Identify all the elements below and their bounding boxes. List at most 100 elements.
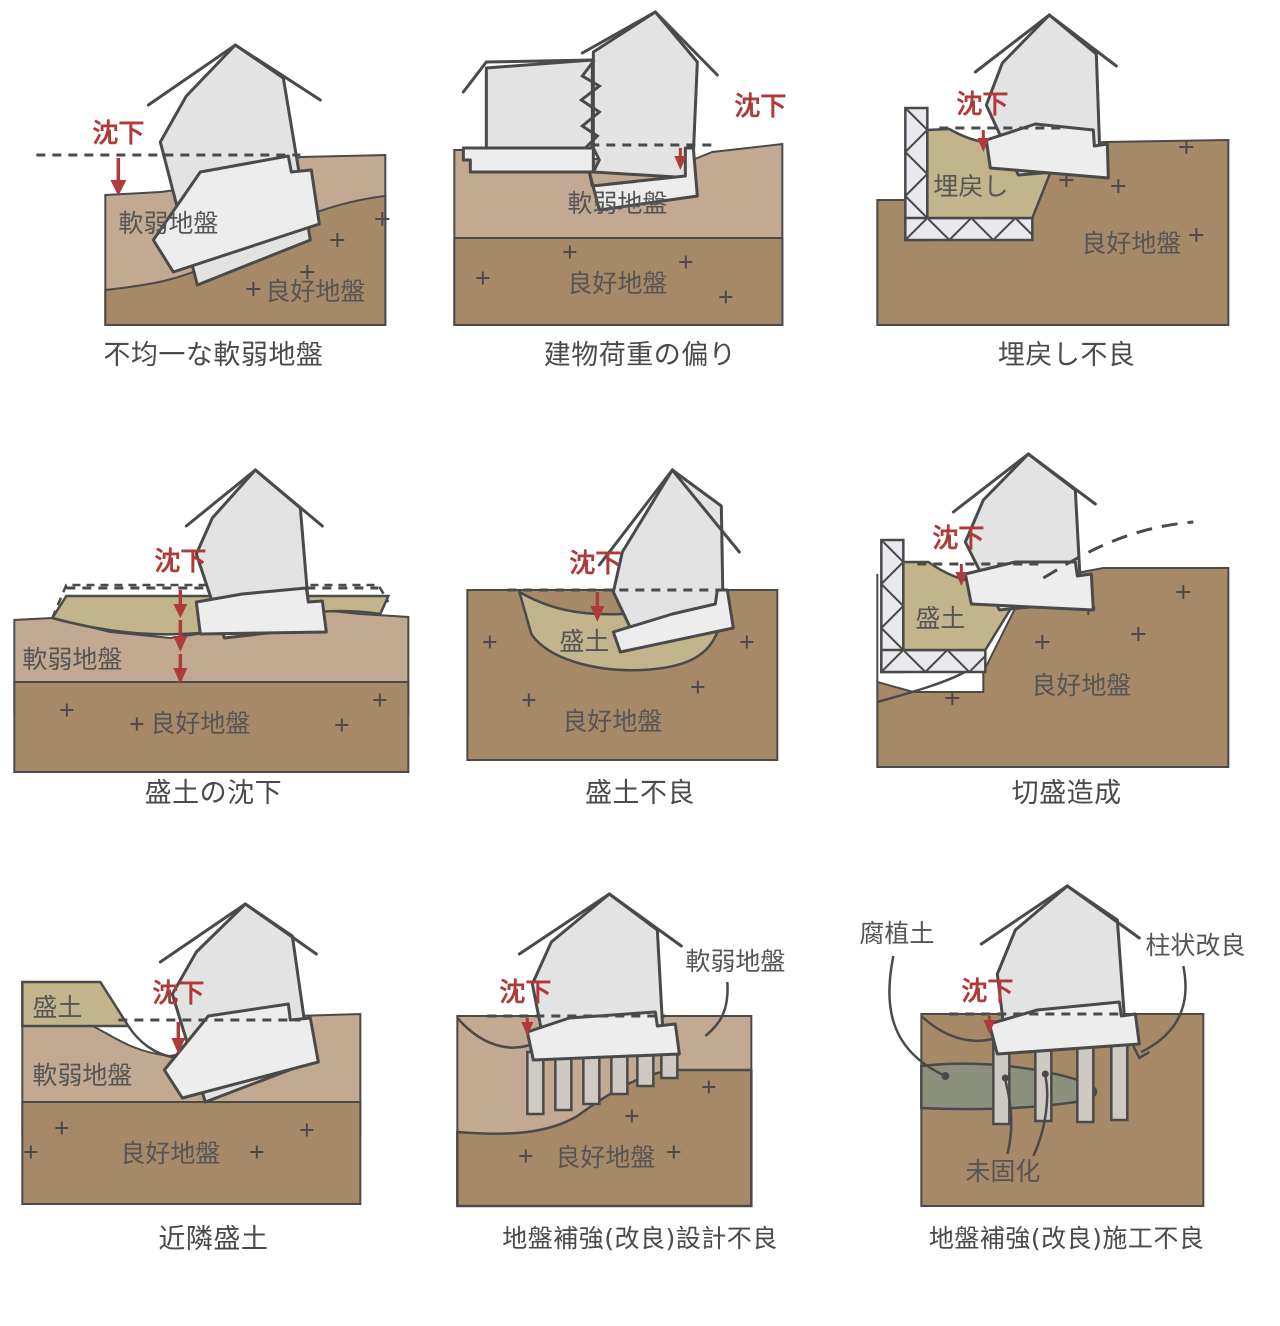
unhardened-label: 未固化 xyxy=(966,1157,1041,1186)
good-ground-label: 良好地盤 xyxy=(120,1139,220,1168)
embankment-layer xyxy=(21,980,131,1028)
house-right-roof xyxy=(580,10,719,77)
good-ground-label: 良好地盤 xyxy=(150,709,250,738)
house-foundation xyxy=(194,586,328,636)
settlement-label: 沈下 xyxy=(933,524,985,554)
figure-embankment-settlement: 沈下 軟弱地盤 良好地盤 xyxy=(0,442,427,792)
settlement-arrows xyxy=(173,590,188,684)
soft-ground-label: 軟弱地盤 xyxy=(685,947,785,976)
crack-zigzag xyxy=(578,59,602,150)
soft-ground-leader-line xyxy=(704,981,729,1037)
house-foundation xyxy=(151,154,321,274)
figure-poor-reinforcement-design: 沈下 軟弱地盤 良好地盤 xyxy=(427,884,854,1234)
panel-poor-reinforcement-construction: 沈下 腐植土 柱状改良 未固化 地盤補強(改良)施工不良 xyxy=(853,884,1280,1326)
house-roof xyxy=(146,43,322,107)
panel-uneven-building-load: 沈下 軟弱地盤 良好地盤 建物荷重の偏り xyxy=(427,0,854,442)
retaining-wall-footing xyxy=(880,648,987,674)
house-roof xyxy=(980,884,1142,946)
settlement-arrow xyxy=(673,148,686,170)
house-roof xyxy=(952,452,1098,514)
house-right-foundation xyxy=(587,146,699,212)
good-ground-label: 良好地盤 xyxy=(1032,671,1132,700)
footing-hatch xyxy=(880,648,987,674)
house-roof xyxy=(974,13,1119,74)
panel-caption: 建物荷重の偏り xyxy=(543,340,737,371)
panel-embankment-settlement: 沈下 軟弱地盤 良好地盤 盛土の沈下 xyxy=(0,442,427,884)
settlement-arrow xyxy=(589,592,604,622)
panel-caption: 盛土の沈下 xyxy=(144,778,283,809)
house-roof xyxy=(517,892,683,956)
figure-uneven-soft-ground: 沈下 軟弱地盤 良好地盤 xyxy=(0,0,427,350)
house-roof xyxy=(158,902,318,964)
panel-poor-backfill: 沈下 埋戻し 良好地盤 埋戻し不良 xyxy=(853,0,1280,442)
good-ground-label: 良好地盤 xyxy=(555,1143,655,1172)
column-improvement-arrowhead xyxy=(1132,1045,1151,1060)
soft-ground-label: 軟弱地盤 xyxy=(32,1061,132,1090)
good-ground-texture xyxy=(1059,140,1204,242)
figure-poor-embankment: 沈下 盛土 良好地盤 xyxy=(427,442,854,792)
soft-ground-label: 軟弱地盤 xyxy=(22,645,122,674)
good-ground-texture xyxy=(24,1121,314,1159)
panel-poor-reinforcement-design: 沈下 軟弱地盤 良好地盤 地盤補強(改良)設計不良 xyxy=(427,884,854,1326)
good-ground-texture xyxy=(482,635,753,707)
figure-poor-backfill: 沈下 埋戻し 良好地盤 xyxy=(853,0,1280,350)
settlement-arrow xyxy=(983,1016,996,1034)
good-ground-layer xyxy=(452,237,783,326)
panel-adjacent-embankment: 沈下 盛土 軟弱地盤 良好地盤 近隣盛土 xyxy=(0,884,427,1326)
cut-slope-line xyxy=(877,668,970,704)
settlement-label: 沈下 xyxy=(734,92,786,122)
house-foundation xyxy=(985,122,1111,180)
unhardened-leader-dot-1 xyxy=(1002,1074,1010,1082)
panel-caption: 地盤補強(改良)施工不良 xyxy=(928,1224,1205,1253)
unhardened-leader-dot-2 xyxy=(1042,1070,1050,1078)
good-ground-texture xyxy=(475,245,732,304)
house-left-foundation xyxy=(461,146,595,174)
figure-adjacent-embankment: 沈下 盛土 軟弱地盤 良好地盤 xyxy=(0,884,427,1234)
good-ground-layer xyxy=(21,1101,362,1205)
unhardened-leader-line-1 xyxy=(1004,1079,1013,1155)
settlement-label: 沈下 xyxy=(957,90,1009,120)
figure-uneven-building-load: 沈下 軟弱地盤 良好地盤 xyxy=(427,0,854,350)
settlement-arrow xyxy=(520,1018,533,1036)
good-ground-label: 良好地盤 xyxy=(562,707,662,736)
settlement-arrow xyxy=(977,130,990,152)
house-roof xyxy=(184,468,324,528)
column-improvement-label: 柱状改良 xyxy=(1146,931,1246,960)
panel-uneven-soft-ground: 沈下 軟弱地盤 良好地盤 不均一な軟弱地盤 xyxy=(0,0,427,442)
settlement-label: 沈下 xyxy=(152,979,204,1009)
unhardened-leader-line-2 xyxy=(1032,1075,1049,1157)
humus-soil-leader-line xyxy=(888,955,947,1078)
embankment-label: 盛土 xyxy=(32,993,82,1022)
original-slope-dashed xyxy=(1042,520,1194,580)
settlement-label: 沈下 xyxy=(154,547,206,577)
good-ground-texture xyxy=(246,212,398,296)
good-ground-texture xyxy=(518,1080,715,1163)
column-improvement-leader-line xyxy=(1141,965,1188,1054)
house-left-body xyxy=(484,58,594,150)
humus-soil-label: 腐植土 xyxy=(860,919,935,948)
panel-cut-and-fill: 沈下 盛土 良好地盤 切盛造成 xyxy=(853,442,1280,884)
good-ground-label: 良好地盤 xyxy=(567,269,667,298)
house-left-roof xyxy=(461,58,594,94)
panel-poor-embankment: 沈下 盛土 良好地盤 盛土不良 xyxy=(427,442,854,884)
embankment-label: 盛土 xyxy=(916,604,966,633)
backfill-label: 埋戻し xyxy=(934,172,1009,201)
panel-caption: 盛土不良 xyxy=(584,778,695,809)
settlement-arrow xyxy=(110,158,127,196)
panel-caption: 切盛造成 xyxy=(1011,778,1122,809)
soft-ground-label: 軟弱地盤 xyxy=(567,189,667,218)
soft-ground-label: 軟弱地盤 xyxy=(118,209,218,238)
panel-caption: 近隣盛土 xyxy=(158,1224,269,1255)
panel-caption: 地盤補強(改良)設計不良 xyxy=(502,1224,778,1253)
figure-poor-reinforcement-construction: 沈下 腐植土 柱状改良 未固化 xyxy=(853,884,1280,1234)
figure-cut-and-fill: 沈下 盛土 良好地盤 xyxy=(853,442,1280,792)
humus-soil-leader-dot xyxy=(941,1072,950,1080)
good-ground-texture xyxy=(60,693,387,732)
house-roof xyxy=(597,467,741,567)
panel-caption: 埋戻し不良 xyxy=(997,340,1136,371)
house-foundation xyxy=(964,560,1096,612)
settlement-label: 沈下 xyxy=(962,977,1014,1007)
settlement-label: 沈下 xyxy=(499,978,551,1008)
good-ground-label: 良好地盤 xyxy=(265,277,365,306)
